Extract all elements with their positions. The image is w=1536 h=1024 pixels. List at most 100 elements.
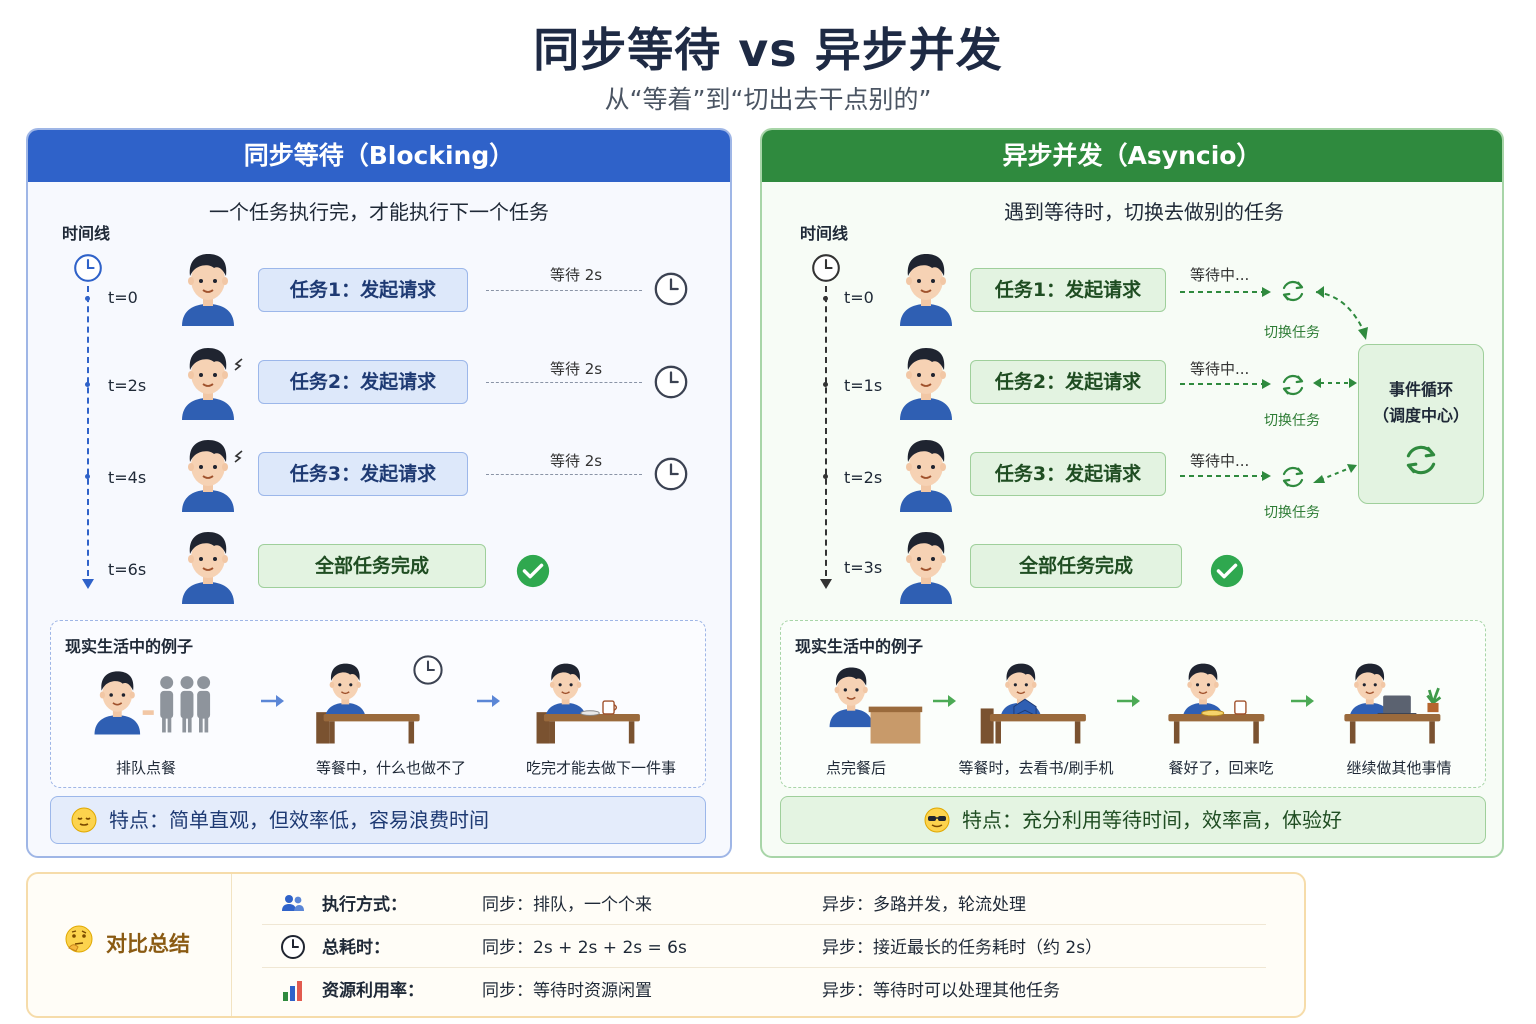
thinking-face-icon [65, 925, 93, 953]
person-icon [178, 344, 238, 420]
sync-wait-label: 等待 2s [550, 360, 603, 378]
sync-wait-label: 等待 2s [550, 266, 603, 284]
summary-label: 总耗时： [322, 938, 390, 958]
dashed-arrow-icon [1180, 287, 1271, 297]
event-loop-box: 事件循环 （调度中心） [1358, 344, 1484, 504]
async-wait-label: 等待中... [1190, 452, 1250, 470]
switch-task-icon [1278, 370, 1308, 400]
async-example-caption-4: 继续做其他事情 [1346, 759, 1452, 777]
clock-icon [652, 270, 690, 308]
timeline-dot [823, 474, 828, 479]
event-loop-title: 事件循环 [1388, 380, 1453, 399]
sync-example-box: 现实生活中的例子 排队点餐 等餐中，什么也做不了 [50, 620, 706, 788]
sync-panel: 同步等待（Blocking） 一个任务执行完，才能执行下一个任务 时间线 t=0… [26, 128, 732, 858]
async-task-2: 任务2：发起请求 [970, 360, 1166, 404]
relieved-face-icon [71, 807, 97, 832]
sync-example-title: 现实生活中的例子 [65, 637, 194, 656]
switch-task-label: 切换任务 [1264, 413, 1320, 429]
timeline-clock-icon [74, 254, 102, 282]
sync-example-caption-3: 吃完才能去做下一件事 [525, 759, 676, 777]
ordered-scene-icon [828, 666, 923, 744]
double-dashed-arrow-icon [1313, 378, 1357, 388]
async-time-0: t=0 [844, 288, 874, 307]
sync-all-done: 全部任务完成 [258, 544, 486, 588]
async-time-2: t=2s [844, 468, 883, 487]
sync-panel-header: 同步等待（Blocking） [28, 130, 730, 182]
wait-dashed-line [486, 382, 642, 383]
timeline-arrow-down-icon [82, 579, 94, 589]
sync-task-1: 任务1：发起请求 [258, 268, 468, 312]
clock-icon [652, 363, 690, 401]
arrow-right-icon [931, 693, 959, 709]
async-panel-description: 遇到等待时，切换去做别的任务 [1004, 200, 1284, 224]
person-icon [896, 250, 956, 326]
person-icon [896, 528, 956, 604]
summary-title-area: 对比总结 [28, 874, 232, 1016]
async-panel: 异步并发（Asyncio） 遇到等待时，切换去做别的任务 时间线 t=0 t=1… [760, 128, 1504, 858]
laptop-scene-icon [1344, 662, 1442, 744]
async-feature-text: 特点：充分利用等待时间，效率高，体验好 [962, 808, 1342, 832]
bar-chart-icon [283, 981, 302, 1001]
summary-async-value: 异步：接近最长的任务耗时（约 2s） [822, 938, 1103, 958]
eating-scene-icon [1168, 662, 1265, 744]
summary-box: 对比总结 执行方式： 同步：排队，一个个来 异步：多路并发，轮流处理 总耗时： … [26, 872, 1306, 1018]
timeline-arrow-down-icon [820, 579, 832, 589]
eating-scene-icon [536, 662, 640, 744]
sync-timeline-label: 时间线 [62, 224, 111, 243]
arrow-right-icon [475, 693, 503, 709]
summary-label: 资源利用率： [322, 981, 424, 1001]
event-loop-subtitle: （调度中心） [1372, 406, 1469, 425]
clock-icon [281, 935, 305, 959]
async-example-caption-1: 点完餐后 [825, 759, 886, 777]
wait-dashed-line [486, 290, 642, 291]
queue-scene-icon [93, 670, 211, 735]
timeline-clock-icon [812, 254, 840, 282]
check-icon [514, 552, 552, 590]
page-subtitle: 从“等着”到“切出去干点别的” [604, 85, 932, 114]
async-wait-label: 等待中... [1190, 360, 1250, 378]
reading-scene-icon [980, 662, 1086, 744]
async-wait-label: 等待中... [1190, 266, 1250, 284]
sync-task-2: 任务2：发起请求 [258, 360, 468, 404]
sync-timeline-line [87, 286, 89, 576]
waiting-at-table-scene-icon [316, 662, 420, 744]
summary-sync-value: 同步：等待时资源闲置 [482, 981, 652, 1001]
timeline-dot [823, 296, 828, 301]
sync-panel-description: 一个任务执行完，才能执行下一个任务 [209, 200, 549, 224]
arrow-right-icon [1289, 693, 1317, 709]
sync-wait-label: 等待 2s [550, 452, 603, 470]
sync-example-caption-1: 排队点餐 [115, 759, 176, 777]
summary-sync-value: 同步：2s + 2s + 2s = 6s [482, 938, 687, 958]
sync-example-caption-2: 等餐中，什么也做不了 [315, 759, 466, 777]
person-icon [896, 436, 956, 512]
sync-time-0: t=0 [108, 288, 138, 307]
switch-task-icon [1278, 462, 1308, 492]
sync-feature-box: 特点：简单直观，但效率低，容易浪费时间 [50, 796, 706, 844]
person-icon [178, 250, 238, 326]
summary-divider [262, 924, 1266, 925]
clock-icon [652, 455, 690, 493]
sunglasses-face-icon [924, 807, 950, 832]
async-task-1: 任务1：发起请求 [970, 268, 1166, 312]
timeline-dot [85, 296, 90, 301]
person-icon [178, 528, 238, 604]
async-feature-box: 特点：充分利用等待时间，效率高，体验好 [780, 796, 1486, 844]
async-example-title: 现实生活中的例子 [795, 637, 924, 656]
async-example-caption-3: 餐好了，回来吃 [1168, 759, 1274, 777]
async-time-3: t=3s [844, 558, 883, 577]
async-panel-header: 异步并发（Asyncio） [762, 130, 1502, 182]
clock-icon [413, 655, 443, 685]
summary-label: 执行方式： [322, 895, 407, 915]
page-title: 同步等待 vs 异步并发 [533, 23, 1003, 77]
sync-time-2: t=4s [108, 468, 147, 487]
async-all-done: 全部任务完成 [970, 544, 1182, 588]
sync-time-1: t=2s [108, 376, 147, 395]
arrow-right-icon [1115, 693, 1143, 709]
users-icon [282, 895, 304, 911]
dashed-arrow-icon [1180, 379, 1271, 389]
summary-title: 对比总结 [106, 932, 190, 956]
summary-async-value: 异步：等待时可以处理其他任务 [822, 981, 1060, 1001]
summary-row: 执行方式： 同步：排队，一个个来 异步：多路并发，轮流处理 [262, 882, 1262, 924]
sync-feature-text: 特点：简单直观，但效率低，容易浪费时间 [109, 808, 489, 832]
timeline-dot [85, 474, 90, 479]
